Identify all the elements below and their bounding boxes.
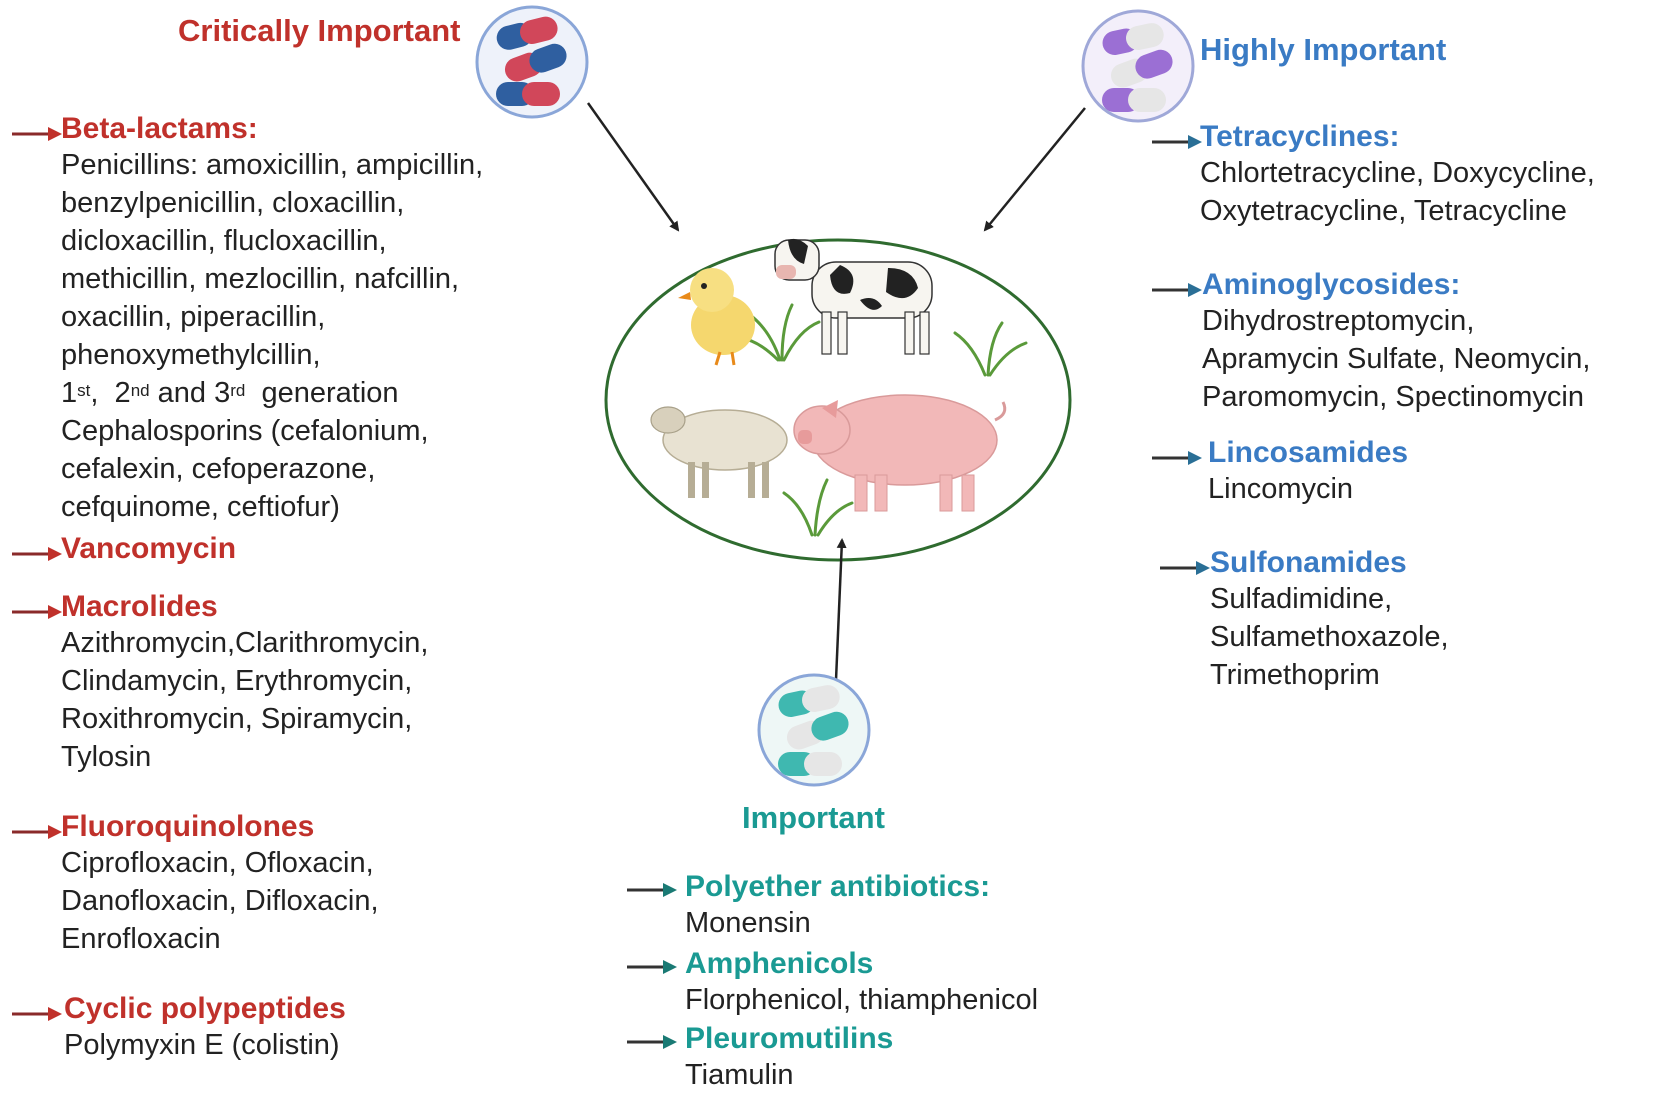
high-title: Highly Important <box>1200 32 1447 67</box>
drug-line: Oxytetracycline, Tetracycline <box>1200 195 1567 227</box>
arrow-right-icon <box>1160 561 1210 575</box>
drug-line: Cephalosporins (cefalonium, <box>61 415 429 447</box>
drug-line: Trimethoprim <box>1210 659 1380 691</box>
important-title: Important <box>742 800 885 835</box>
drug-line: dicloxacillin, flucloxacillin, <box>61 225 387 257</box>
drug-line: Paromomycin, Spectinomycin <box>1202 381 1584 413</box>
drug-line: oxacillin, piperacillin, <box>61 301 326 333</box>
arrow-critical-to-animals <box>586 102 680 232</box>
drug-line: Apramycin Sulfate, Neomycin, <box>1202 343 1591 375</box>
drug-line: Azithromycin,Clarithromycin, <box>61 627 429 659</box>
drug-line: benzylpenicillin, cloxacillin, <box>61 187 405 219</box>
class-name: Lincosamides <box>1208 436 1409 469</box>
class-name: Polyether antibiotics: <box>685 870 991 903</box>
drug-line: methicillin, mezlocillin, nafcillin, <box>61 263 460 295</box>
arrow-right-icon <box>1152 135 1202 149</box>
arrow-right-icon <box>627 883 677 897</box>
drug-line: cefquinome, ceftiofur) <box>61 491 340 523</box>
class-name: Beta-lactams: <box>61 112 258 145</box>
drug-line: Ciprofloxacin, Ofloxacin, <box>61 847 374 879</box>
capsule-icon-critical <box>475 5 589 119</box>
generation-line: 1st, 2nd and 3rd generation <box>61 377 399 409</box>
class-name: Amphenicols <box>685 947 874 980</box>
arrow-right-icon <box>1152 283 1202 297</box>
capsule-icon-important <box>757 673 871 787</box>
drug-line: Polymyxin E (colistin) <box>64 1029 340 1061</box>
drug-line: Danofloxacin, Difloxacin, <box>61 885 379 917</box>
pig-icon <box>793 394 1007 512</box>
class-name: Tetracyclines: <box>1200 120 1400 153</box>
drug-line: phenoxymethylcillin, <box>61 339 321 371</box>
arrow-high-to-animals <box>983 107 1086 232</box>
drug-line: Chlortetracycline, Doxycycline, <box>1200 157 1595 189</box>
drug-line: Tiamulin <box>685 1059 794 1091</box>
drug-line: Penicillins: amoxicillin, ampicillin, <box>61 149 484 181</box>
class-name: Cyclic polypeptides <box>64 992 346 1025</box>
arrow-right-icon <box>12 127 62 141</box>
sheep-icon <box>650 406 788 498</box>
arrow-right-icon <box>12 547 62 561</box>
drug-line: Monensin <box>685 907 811 939</box>
critical-title: Critically Important <box>178 13 461 48</box>
class-name: Macrolides <box>61 590 218 623</box>
arrow-right-icon <box>627 960 677 974</box>
drug-line: Enrofloxacin <box>61 923 221 955</box>
arrow-right-icon <box>12 1007 62 1021</box>
arrow-right-icon <box>12 825 62 839</box>
arrow-right-icon <box>627 1035 677 1049</box>
class-name: Fluoroquinolones <box>61 810 315 843</box>
drug-line: Sulfamethoxazole, <box>1210 621 1449 653</box>
capsule-icon-high <box>1081 9 1195 123</box>
class-name: Sulfonamides <box>1210 546 1407 579</box>
class-name: Vancomycin <box>61 532 237 565</box>
chick-icon <box>678 268 755 366</box>
drug-line: cefalexin, cefoperazone, <box>61 453 376 485</box>
drug-line: Sulfadimidine, <box>1210 583 1393 615</box>
drug-line: Lincomycin <box>1208 473 1354 505</box>
arrow-right-icon <box>1152 451 1202 465</box>
class-name: Pleuromutilins <box>685 1022 894 1055</box>
drug-line: Tylosin <box>61 741 152 773</box>
drug-line: Dihydrostreptomycin, <box>1202 305 1475 337</box>
drug-line: Roxithromycin, Spiramycin, <box>61 703 413 735</box>
arrow-important-to-animals <box>834 538 847 681</box>
drug-line: Florphenicol, thiamphenicol <box>685 984 1039 1016</box>
drug-line: Clindamycin, Erythromycin, <box>61 665 413 697</box>
arrow-right-icon <box>12 605 62 619</box>
cow-icon <box>774 238 933 355</box>
class-name: Aminoglycosides: <box>1202 268 1461 301</box>
